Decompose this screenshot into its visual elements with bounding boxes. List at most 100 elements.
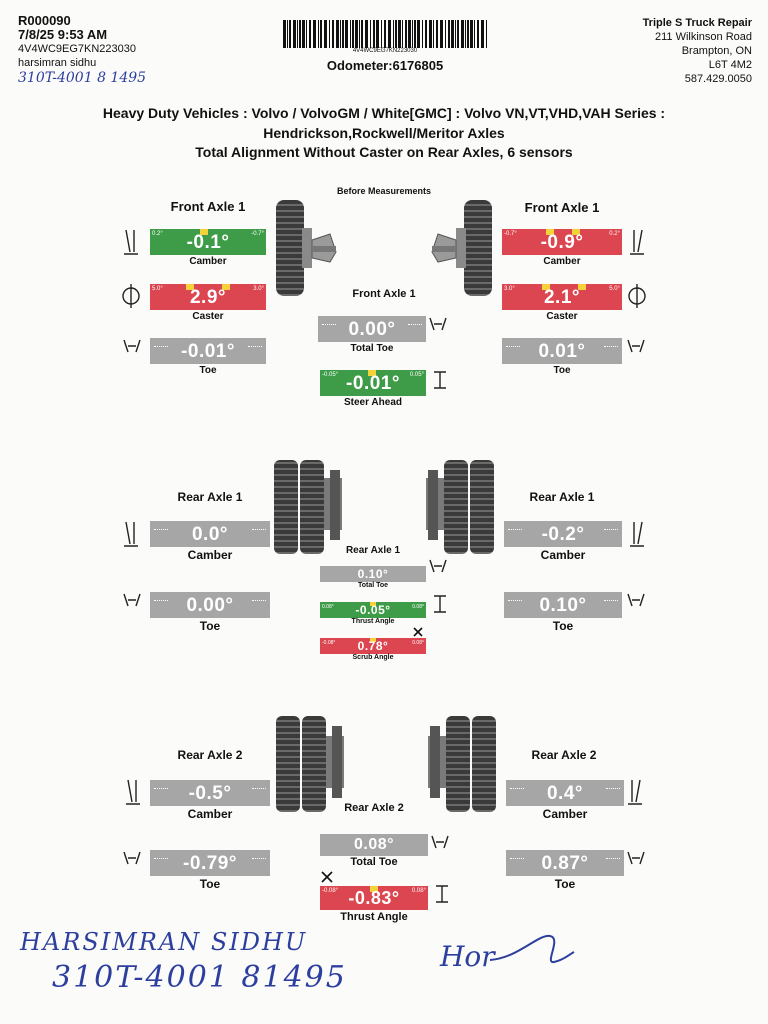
shop-postal: L6T 4M2	[708, 59, 752, 71]
rear1-total-toe-value: 0.10°	[357, 567, 389, 581]
front-right-camber-value: -0.9°	[540, 232, 584, 253]
total-toe-icon	[431, 835, 449, 849]
toe-icon	[123, 339, 141, 353]
rear-axle1-right-wheels-icon	[426, 460, 494, 554]
rear1-right-toe-gauge: 0.10° Toe	[504, 592, 622, 633]
rear1-left-toe-gauge: 0.00° Toe	[150, 592, 270, 633]
front-right-caster-value: 2.1°	[543, 287, 580, 308]
rear1-right-camber-gauge: -0.2° Camber	[504, 521, 622, 562]
report-title-line3: Total Alignment Without Caster on Rear A…	[195, 144, 573, 160]
barcode-text: 4V4WC9EG7KN223030	[352, 48, 418, 54]
front-axle-left-label: Front Axle 1	[170, 199, 246, 214]
rear2-total-toe-value: 0.08°	[353, 836, 395, 853]
repair-order-number: R000090	[18, 13, 71, 28]
rear1-total-toe-gauge: 0.10° Total Toe	[320, 566, 426, 589]
rear2-left-toe-gauge: -0.79° Toe	[150, 850, 270, 891]
toe-icon	[123, 851, 141, 865]
rear-axle2-right-label: Rear Axle 2	[531, 748, 597, 762]
toe-icon	[123, 593, 141, 607]
rear1-left-camber-gauge: 0.0° Camber	[150, 521, 270, 562]
rear2-total-toe-gauge: 0.08° Total Toe	[320, 834, 428, 868]
camber-icon	[630, 521, 644, 547]
shop-city: Brampton, ON	[681, 45, 752, 57]
camber-icon	[628, 779, 642, 805]
rear1-left-toe-value: 0.00°	[186, 595, 234, 616]
front-right-caster-gauge: 3.0°5.0° 2.1° Caster	[502, 284, 622, 322]
front-right-toe-gauge: 0.01° Toe	[502, 338, 622, 376]
rear-axle1-left-label: Rear Axle 1	[177, 490, 243, 504]
front-steer-ahead-gauge: -0.05°0.05° -0.01° Steer Ahead	[320, 370, 426, 408]
front-left-camber-value: -0.1°	[186, 232, 230, 253]
rear2-left-toe-value: -0.79°	[183, 853, 237, 874]
shop-info: Triple S Truck Repair 211 Wilkinson Road…	[643, 16, 752, 86]
front-right-toe-value: 0.01°	[538, 341, 586, 362]
report-title-line1: Heavy Duty Vehicles : Volvo / VolvoGM / …	[102, 105, 666, 121]
rear1-scrub-angle-value: 0.78°	[357, 639, 389, 653]
front-axle-right-label: Front Axle 1	[524, 200, 600, 215]
camber-icon	[126, 779, 140, 805]
rear2-left-camber-gauge: -0.5° Camber	[150, 780, 270, 821]
toe-icon	[627, 851, 645, 865]
front-axle-center-label: Front Axle 1	[352, 288, 416, 300]
rear-axle2-center-label: Rear Axle 2	[344, 802, 404, 814]
thrust-angle-icon	[436, 885, 448, 903]
thrust-angle-x-icon	[321, 871, 333, 883]
front-left-caster-value: 2.9°	[189, 287, 226, 308]
odometer-reading: Odometer:6176805	[326, 58, 444, 73]
front-left-wheel-icon	[276, 200, 337, 296]
rear-axle1-left-wheels-icon	[274, 460, 342, 554]
front-left-camber-gauge: 0.2°-0.7° -0.1° Camber	[150, 229, 266, 267]
front-left-caster-gauge: 5.0°3.0° 2.9° Caster	[150, 284, 266, 322]
signature: Hor	[440, 940, 495, 973]
total-toe-icon	[429, 559, 447, 573]
rear2-thrust-angle-gauge: -0.08°0.08° -0.83° Thrust Angle	[320, 886, 428, 923]
print-datetime: 7/8/25 9:53 AM	[18, 27, 108, 42]
signature-stroke-icon	[489, 934, 575, 963]
rear1-thrust-angle-value: -0.05°	[355, 603, 391, 617]
handwritten-unit-number-footer: 310T-4001 81495	[52, 960, 347, 995]
header-info: R000090 7/8/25 9:53 AM 4V4WC9EG7KN223030…	[18, 13, 147, 86]
caster-icon	[122, 284, 140, 308]
vin-number: 4V4WC9EG7KN223030	[18, 43, 137, 55]
rear1-scrub-angle-gauge: -0.08°0.08° 0.78° Scrub Angle	[320, 638, 426, 661]
front-steer-ahead-value: -0.01°	[346, 373, 400, 394]
total-toe-icon	[429, 317, 447, 331]
rear-axle2-right-wheels-icon	[428, 716, 496, 812]
steer-ahead-icon	[434, 371, 446, 389]
front-total-toe-gauge: 0.00° Total Toe	[318, 316, 426, 354]
before-measurements-label: Before Measurements	[336, 186, 432, 196]
rear1-right-toe-value: 0.10°	[539, 595, 587, 616]
rear2-left-camber-value: -0.5°	[188, 783, 232, 804]
shop-name: Triple S Truck Repair	[642, 17, 752, 29]
toe-icon	[627, 339, 645, 353]
report-title-line2: Hendrickson,Rockwell/Meritor Axles	[263, 125, 505, 141]
front-right-camber-gauge: -0.7°0.2° -0.9° Camber	[502, 229, 622, 267]
front-total-toe-value: 0.00°	[348, 319, 396, 340]
camber-icon	[124, 229, 138, 255]
front-left-toe-gauge: -0.01° Toe	[150, 338, 266, 376]
rear-axle1-right-label: Rear Axle 1	[529, 490, 595, 504]
rear2-right-camber-gauge: 0.4° Camber	[506, 780, 624, 821]
handwritten-technician-name: HARSIMRAN SIDHU	[20, 928, 308, 956]
rear2-right-toe-gauge: 0.87° Toe	[506, 850, 624, 891]
front-left-toe-value: -0.01°	[181, 341, 235, 362]
shop-phone: 587.429.0050	[684, 73, 752, 85]
rear-axle2-left-label: Rear Axle 2	[177, 748, 243, 762]
scrub-angle-x-icon	[413, 627, 423, 637]
front-right-wheel-icon	[431, 200, 492, 296]
thrust-angle-icon	[434, 595, 446, 613]
shop-street: 211 Wilkinson Road	[654, 31, 752, 43]
toe-icon	[627, 593, 645, 607]
rear2-right-camber-value: 0.4°	[546, 783, 583, 804]
rear1-right-camber-value: -0.2°	[541, 524, 585, 545]
rear2-right-toe-value: 0.87°	[541, 853, 589, 874]
camber-icon	[630, 229, 644, 255]
technician-name: harsimran sidhu	[18, 57, 97, 69]
handwritten-unit-number: 310T-4001 8 1495	[18, 70, 147, 86]
vin-barcode	[283, 20, 487, 48]
rear2-thrust-angle-value: -0.83°	[348, 888, 400, 908]
camber-icon	[124, 521, 138, 547]
rear1-left-camber-value: 0.0°	[191, 524, 228, 545]
